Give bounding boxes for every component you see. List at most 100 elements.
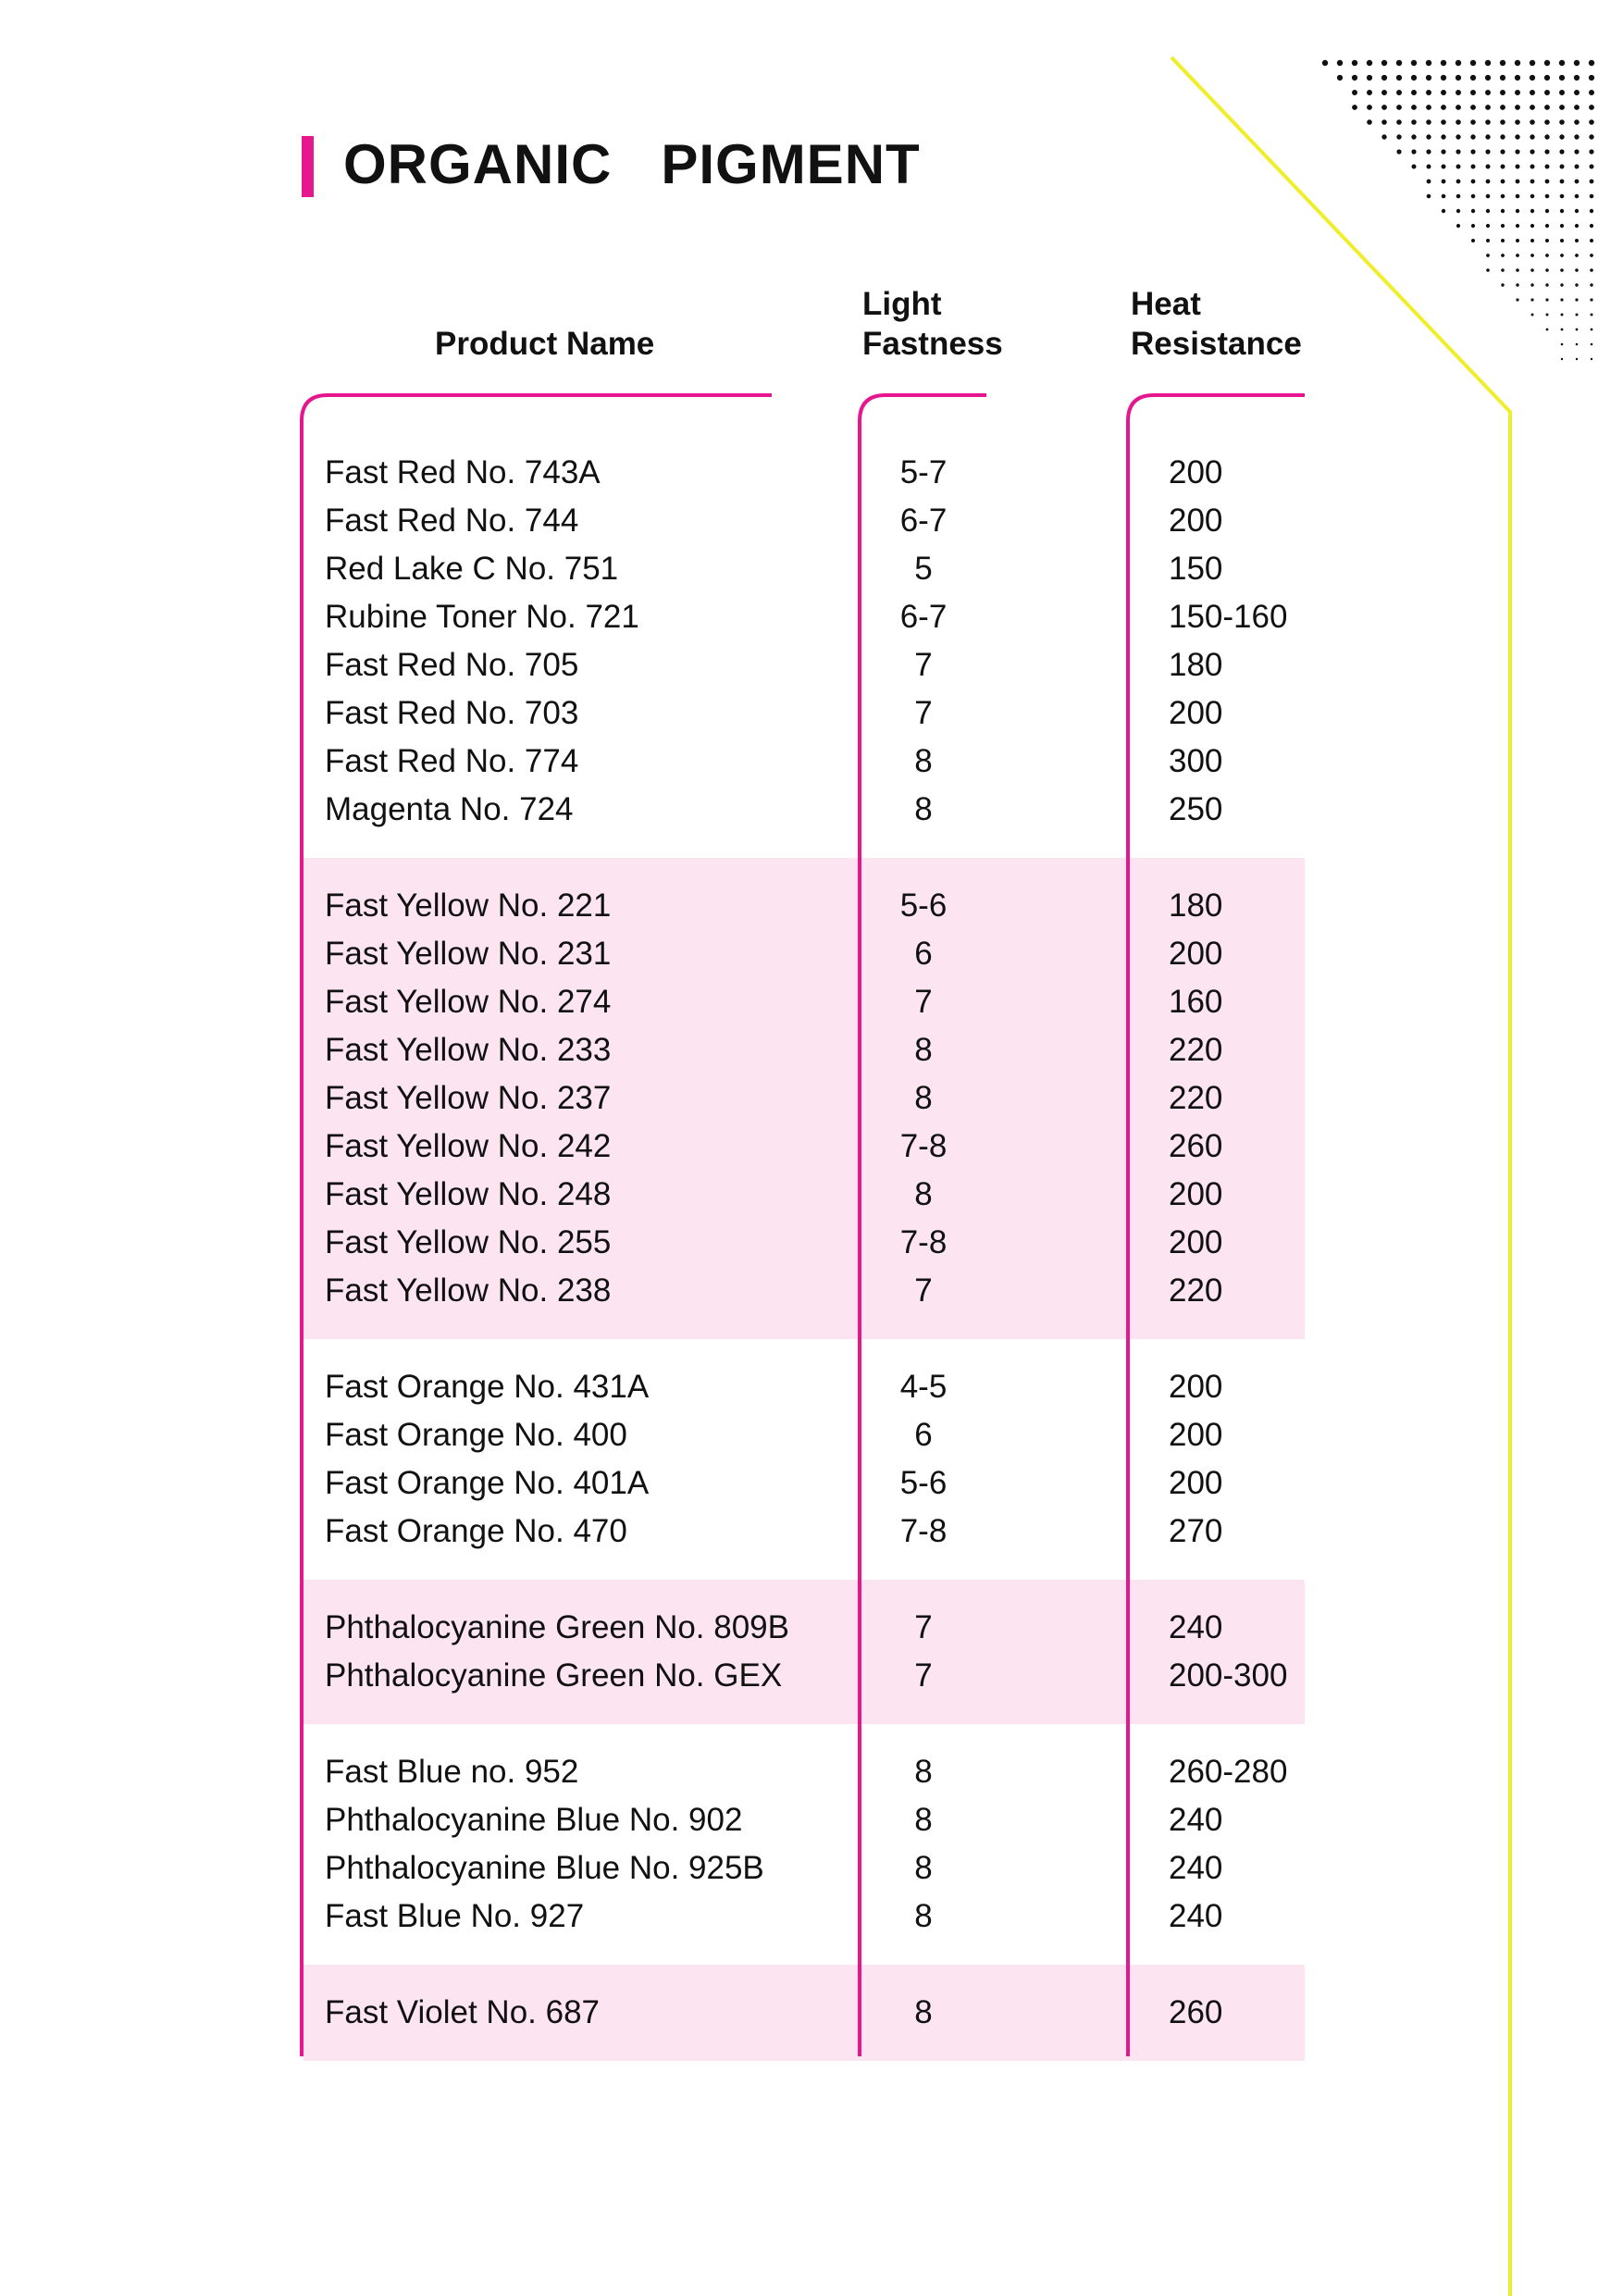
- light-fastness-cell: 5-7: [899, 454, 948, 490]
- pattern-dot: [1485, 223, 1491, 229]
- heat-resistance-cell: 200: [1169, 454, 1223, 490]
- pattern-dot: [1499, 74, 1506, 81]
- pattern-dot: [1469, 74, 1477, 81]
- light-fastness-cell: 8: [914, 743, 933, 779]
- pattern-dot: [1545, 313, 1549, 316]
- pattern-dot: [1381, 74, 1388, 81]
- light-fastness-cell: 8: [914, 1754, 933, 1790]
- heat-resistance-cell: 200: [1169, 695, 1223, 731]
- pattern-dot: [1558, 74, 1566, 81]
- product-name-cell: Fast Yellow No. 242: [325, 1128, 612, 1164]
- pattern-dot: [1470, 105, 1476, 110]
- pattern-dot: [1426, 105, 1431, 110]
- header-light-fastness-line2: Fastness: [862, 326, 1003, 362]
- product-name-cell: Fast Red No. 743A: [325, 454, 601, 490]
- pattern-dot: [1530, 254, 1534, 257]
- pattern-dot: [1574, 164, 1580, 169]
- pattern-dot: [1411, 119, 1417, 125]
- pattern-dot: [1560, 239, 1564, 242]
- pattern-dot: [1530, 179, 1535, 184]
- product-name-cell: Fast Violet No. 687: [325, 1994, 601, 2030]
- pattern-dot: [1501, 268, 1505, 272]
- pattern-dot: [1544, 208, 1550, 214]
- light-fastness-cell: 7-8: [899, 1128, 948, 1164]
- pattern-dot: [1544, 193, 1550, 199]
- pattern-dot: [1544, 90, 1550, 95]
- pattern-dot: [1486, 268, 1490, 272]
- product-name-cell: Rubine Toner No. 721: [325, 599, 639, 635]
- light-fastness-cell: 6-7: [899, 599, 948, 635]
- pattern-dot: [1545, 268, 1549, 272]
- pattern-dot: [1485, 179, 1491, 184]
- pattern-dot: [1574, 105, 1580, 110]
- heat-resistance-cell: 200: [1169, 1417, 1223, 1453]
- pattern-dot: [1515, 105, 1520, 110]
- pattern-dot: [1590, 313, 1593, 316]
- pattern-dot: [1411, 164, 1417, 169]
- product-name-cell: Fast Yellow No. 233: [325, 1032, 612, 1068]
- pattern-dot: [1500, 105, 1505, 110]
- light-fastness-cell: 7-8: [899, 1513, 948, 1549]
- product-name-cell: Fast Blue No. 927: [325, 1898, 585, 1934]
- pattern-dot: [1558, 59, 1566, 67]
- pattern-dot: [1441, 90, 1446, 95]
- pattern-dot: [1589, 134, 1594, 140]
- pattern-dot: [1514, 74, 1521, 81]
- light-fastness-cell: 7: [914, 1272, 933, 1309]
- pattern-dot: [1575, 313, 1579, 316]
- table-row: Red Lake C No. 751 5 150: [0, 545, 1623, 593]
- pattern-dot: [1545, 283, 1549, 287]
- product-name-cell: Phthalocyanine Green No. GEX: [325, 1657, 783, 1694]
- light-fastness-cell: 5: [914, 551, 933, 587]
- pattern-dot: [1544, 223, 1550, 229]
- heat-resistance-cell: 180: [1169, 647, 1223, 683]
- pattern-dot: [1589, 223, 1594, 229]
- pattern-dot: [1395, 74, 1403, 81]
- pattern-dot: [1530, 164, 1535, 169]
- pattern-dot: [1589, 164, 1594, 169]
- pattern-dot: [1441, 179, 1446, 184]
- pattern-dot: [1500, 149, 1505, 155]
- pattern-dot: [1545, 239, 1549, 242]
- product-name-cell: Red Lake C No. 751: [325, 551, 619, 587]
- pattern-dot: [1411, 90, 1417, 95]
- pattern-dot: [1545, 298, 1549, 302]
- light-fastness-cell: 8: [914, 1994, 933, 2030]
- pattern-dot: [1589, 105, 1594, 110]
- pattern-dot: [1456, 90, 1461, 95]
- pattern-dot: [1352, 90, 1357, 95]
- heat-resistance-cell: 180: [1169, 887, 1223, 924]
- pattern-dot: [1544, 105, 1550, 110]
- pattern-dot: [1470, 134, 1476, 140]
- pattern-dot: [1485, 105, 1491, 110]
- pattern-dot: [1574, 193, 1580, 199]
- pattern-dot: [1543, 74, 1551, 81]
- pattern-dot: [1456, 179, 1461, 184]
- pattern-dot: [1530, 283, 1534, 287]
- heat-resistance-cell: 300: [1169, 743, 1223, 779]
- pattern-dot: [1514, 59, 1521, 67]
- pattern-dot: [1440, 74, 1447, 81]
- pattern-dot: [1500, 164, 1505, 169]
- light-fastness-cell: 8: [914, 1032, 933, 1068]
- pattern-dot: [1411, 149, 1417, 155]
- product-name-cell: Phthalocyanine Green No. 809B: [325, 1609, 789, 1645]
- heat-resistance-cell: 150: [1169, 551, 1223, 587]
- pattern-dot: [1440, 59, 1447, 67]
- pattern-dot: [1486, 239, 1490, 242]
- pattern-dot: [1499, 59, 1506, 67]
- pattern-dot: [1515, 134, 1520, 140]
- light-fastness-cell: 8: [914, 1898, 933, 1934]
- heat-resistance-cell: 200: [1169, 936, 1223, 972]
- pattern-dot: [1396, 90, 1402, 95]
- light-fastness-cell: 4-5: [899, 1369, 948, 1405]
- light-fastness-cell: 5-6: [899, 1465, 948, 1501]
